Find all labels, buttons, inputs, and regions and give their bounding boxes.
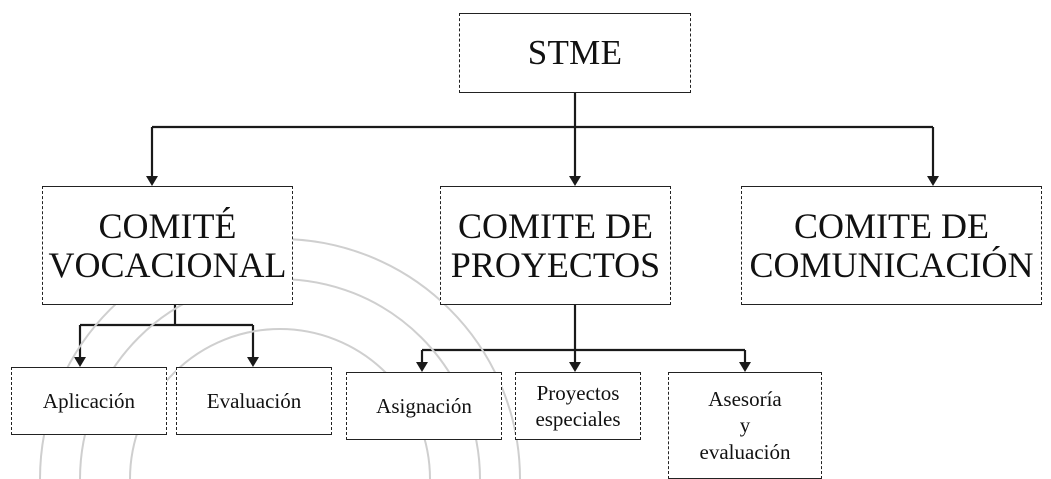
subunit-box-evaluacion: Evaluación	[176, 367, 332, 435]
arrowhead-evaluacion	[247, 357, 259, 367]
committee-box-vocacional: COMITÉ VOCACIONAL	[42, 186, 293, 305]
root-label: STME	[527, 33, 623, 73]
arrowhead-aplicacion	[74, 357, 86, 367]
arrowhead-asesoria	[739, 362, 751, 372]
committee-comunicacion-line2: COMUNICACIÓN	[749, 244, 1034, 285]
root-box-stme: STME	[459, 13, 691, 93]
subunit-asesoria-line2: y	[739, 413, 751, 438]
subunit-box-asignacion: Asignación	[346, 372, 502, 440]
committee-proyectos-line2: PROYECTOS	[450, 244, 661, 285]
committee-box-comunicacion: COMITE DE COMUNICACIÓN	[741, 186, 1042, 305]
subunit-box-proyectos-especiales: Proyectos especiales	[515, 372, 641, 440]
arrowhead-comunicacion	[927, 176, 939, 186]
committee-vocacional-line2: VOCACIONAL	[48, 244, 287, 285]
subunit-proyectos-especiales-line2: especiales	[535, 407, 621, 431]
committee-proyectos-line1: COMITE DE	[458, 205, 653, 246]
subunit-evaluacion-label: Evaluación	[206, 388, 302, 413]
arrowhead-proyectos	[569, 176, 581, 186]
committee-comunicacion-line1: COMITE DE	[794, 205, 989, 246]
subunit-asesoria-line3: evaluación	[699, 439, 791, 464]
arrowhead-vocacional	[146, 176, 158, 186]
subunit-asignacion-label: Asignación	[376, 393, 472, 418]
arrowhead-asignacion	[416, 362, 428, 372]
subunit-proyectos-especiales-line1: Proyectos	[536, 380, 620, 405]
subunit-box-asesoria-evaluacion: Asesoría y evaluación	[668, 372, 822, 479]
subunit-aplicacion-label: Aplicación	[42, 388, 136, 413]
arrowhead-proyectos-especiales	[569, 362, 581, 372]
subunit-box-aplicacion: Aplicación	[11, 367, 167, 435]
committee-box-proyectos: COMITE DE PROYECTOS	[440, 186, 671, 305]
subunit-asesoria-line1: Asesoría	[708, 387, 782, 412]
committee-vocacional-line1: COMITÉ	[98, 205, 237, 246]
